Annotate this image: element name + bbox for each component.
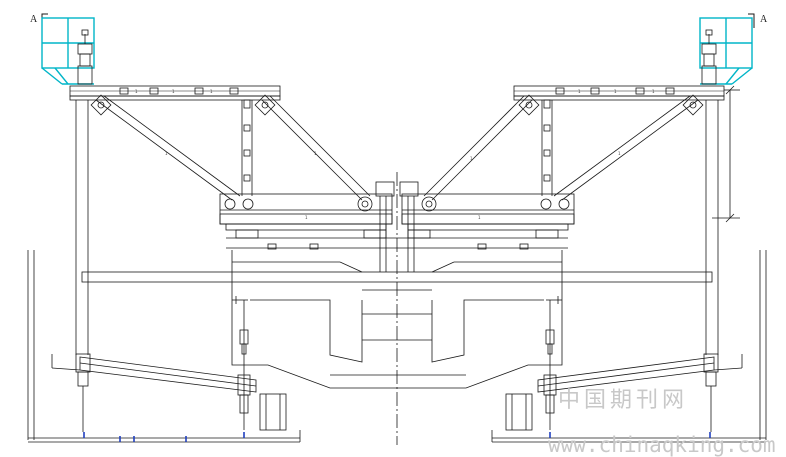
- main-beam-left: 1: [219, 193, 393, 239]
- long-hangers: [75, 100, 719, 355]
- inner-hanger-left: [232, 296, 251, 430]
- section-mark-left: A: [30, 13, 48, 28]
- floor-right: [491, 430, 766, 443]
- top-beam-left-label-3: 1: [210, 89, 213, 94]
- top-beam-left-label-2: 1: [172, 89, 175, 94]
- diagonal-left-outer-label: 1: [165, 151, 168, 156]
- truss-left: 1 1: [90, 94, 371, 201]
- top-beam-right-label-2: 1: [614, 89, 617, 94]
- diagonal-right-outer-label: 1: [618, 151, 621, 156]
- watermark-url: www.chinaqking.com: [548, 433, 776, 457]
- main-beam-right: 1: [401, 193, 575, 239]
- bottom-beam-right-label: 1: [478, 215, 481, 220]
- section-mark-right-label: A: [760, 14, 768, 25]
- scaffold-left: [259, 393, 287, 431]
- horizontal-strut: [81, 271, 713, 283]
- watermark-chinese: 中国期刊网: [558, 388, 688, 413]
- section-mark-left-label: A: [30, 14, 38, 25]
- top-beam-right: 1 1 1: [513, 85, 725, 101]
- top-beam-left-label-1: 1: [135, 89, 138, 94]
- dimension-right: [712, 85, 740, 223]
- bottom-platform-left: [51, 353, 257, 432]
- work-platform-left: [41, 17, 95, 85]
- diagonal-right-inner-label: 1: [470, 156, 473, 161]
- floor-left: [28, 430, 301, 443]
- top-beam-right-label-1: 1: [578, 89, 581, 94]
- box-girder: [231, 172, 563, 445]
- diagonal-left-inner-label: 1: [314, 151, 317, 156]
- scaffold-right: [505, 393, 533, 431]
- outer-wall-left: [27, 250, 35, 440]
- center-hangers: [375, 181, 419, 272]
- top-beam-left: 1 1 1: [69, 85, 281, 101]
- top-beam-right-label-3: 1: [652, 89, 655, 94]
- section-mark-right: A: [748, 13, 768, 28]
- work-platform-right: [699, 17, 753, 85]
- top-jack-left: [77, 29, 93, 85]
- outer-wall-right: [759, 250, 767, 440]
- truss-right: 1 1: [423, 94, 704, 201]
- bottom-beam-left-label: 1: [305, 215, 308, 220]
- bottom-platform-right: [537, 353, 743, 432]
- top-jack-right: [701, 29, 717, 85]
